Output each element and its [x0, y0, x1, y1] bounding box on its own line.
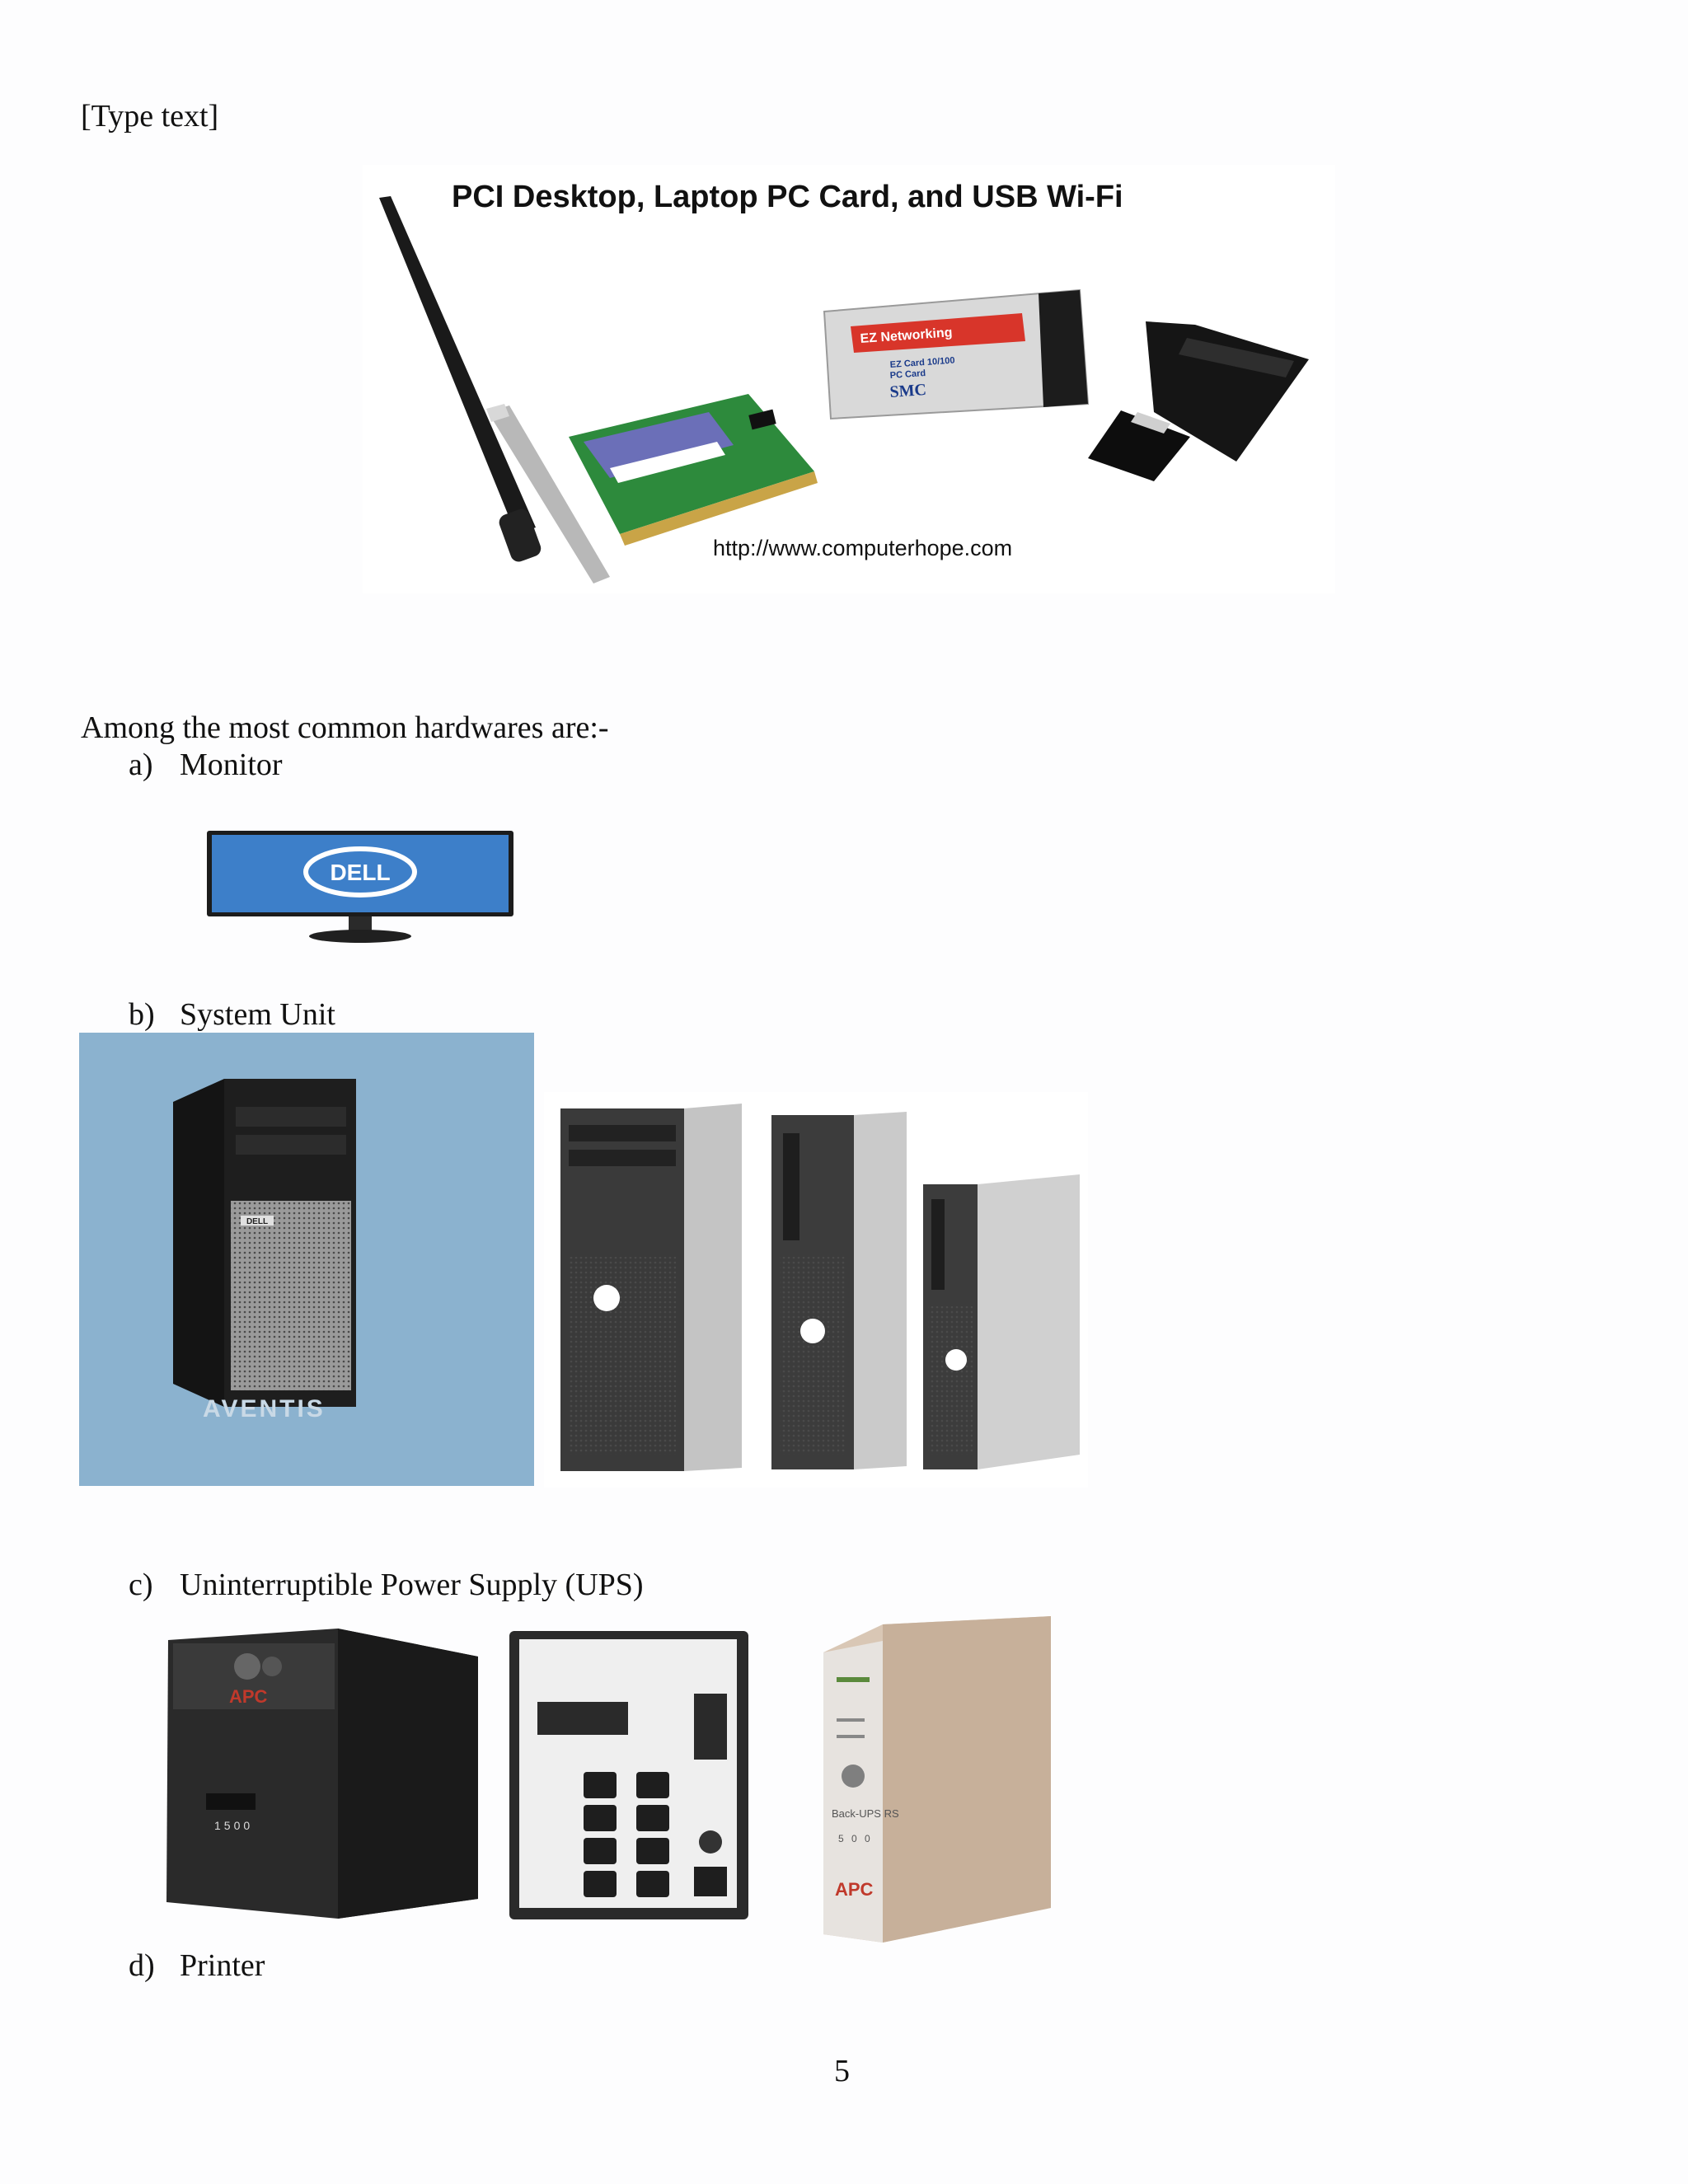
- dell-logo-icon: [303, 846, 417, 898]
- figure-title: PCI Desktop, Laptop PC Card, and USB Wi-…: [452, 180, 1123, 214]
- power-outlet-icon: [584, 1772, 669, 1897]
- system-unit-image-2: [544, 1092, 1088, 1488]
- figure-source-url: http://www.computerhope.com: [713, 536, 1013, 560]
- svg-text:5 0 0: 5 0 0: [838, 1833, 873, 1844]
- list-item-monitor: Monitor: [180, 748, 283, 782]
- pci-bracket-icon: [486, 404, 610, 583]
- svg-text:EZ Card 10/100: EZ Card 10/100: [889, 356, 955, 370]
- list-marker-c: c): [129, 1568, 153, 1602]
- monitor-image: DELL: [202, 824, 519, 948]
- page-number: 5: [834, 2054, 850, 2088]
- usb-wifi-dongle-icon: [1088, 321, 1309, 481]
- antenna-icon: [379, 196, 542, 562]
- wifi-adapters-illustration: EZ Networking EZ Card 10/100 PC Card SMC: [379, 196, 1309, 583]
- svg-text:DELL: DELL: [246, 1217, 268, 1226]
- apc-logo: APC: [229, 1686, 268, 1707]
- dell-badge-icon: [241, 1216, 274, 1226]
- apc-logo: APC: [835, 1879, 874, 1900]
- pc-card-icon: EZ Networking EZ Card 10/100 PC Card SMC: [823, 288, 1090, 420]
- intro-text: Among the most common hardwares are:-: [81, 710, 609, 745]
- svg-text:Back-UPS RS: Back-UPS RS: [832, 1807, 899, 1820]
- svg-text:DELL: DELL: [330, 860, 390, 885]
- list-item-printer: Printer: [180, 1948, 265, 1983]
- system-unit-image-1: DELL AVENTIS: [79, 1033, 534, 1486]
- list-marker-a: a): [129, 748, 153, 782]
- pci-wifi-card-icon: [569, 394, 818, 546]
- svg-text:SMC: SMC: [889, 381, 927, 401]
- ups-image-rear: [504, 1628, 752, 1924]
- wifi-adapters-figure: PCI Desktop, Laptop PC Card, and USB Wi-…: [363, 165, 1335, 593]
- list-marker-d: d): [129, 1948, 155, 1983]
- dell-logo-icon: [593, 1285, 620, 1311]
- svg-text:1500: 1500: [214, 1819, 253, 1832]
- list-item-ups: Uninterruptible Power Supply (UPS): [180, 1568, 644, 1602]
- header-placeholder: [Type text]: [81, 99, 219, 134]
- ups-image-front: APC 1500: [157, 1624, 486, 1920]
- list-marker-b: b): [129, 997, 155, 1032]
- svg-text:PC Card: PC Card: [889, 368, 926, 381]
- aventis-watermark: AVENTIS: [203, 1395, 326, 1422]
- list-item-system-unit: System Unit: [180, 997, 335, 1032]
- ups-image-backups: Back-UPS RS 5 0 0 APC: [812, 1611, 1059, 1945]
